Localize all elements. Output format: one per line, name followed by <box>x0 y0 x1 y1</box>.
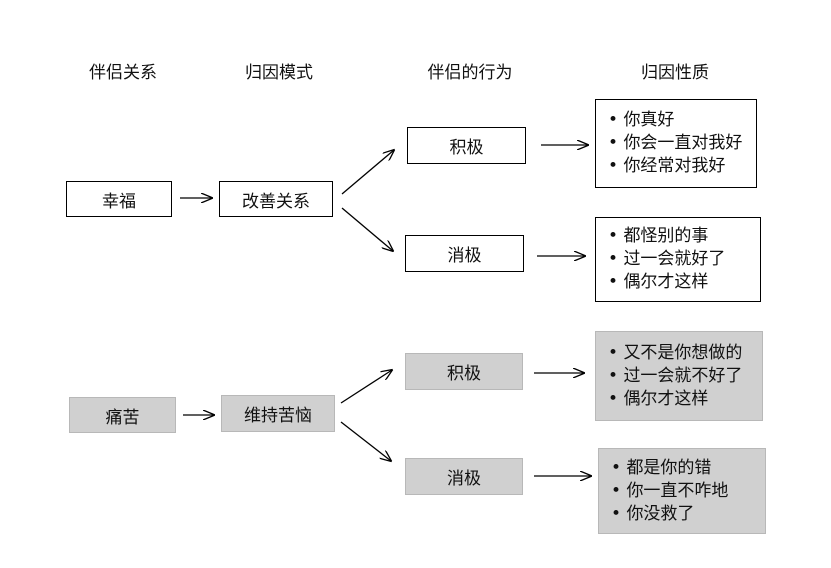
box-happy-negative: 消极 <box>405 235 524 272</box>
box-distress-positive-attributions: 又不是你想做的 过一会就不好了 偶尔才这样 <box>595 331 763 421</box>
header-attribution-nature: 归因性质 <box>641 63 709 83</box>
arrow-improve-to-negative <box>341 207 393 251</box>
list-item: 你没救了 <box>611 503 694 526</box>
header-relationship: 伴侣关系 <box>89 63 157 83</box>
box-happy-positive-attributions: 你真好 你会一直对我好 你经常对我好 <box>595 99 757 188</box>
list-item: 你经常对我好 <box>608 155 725 178</box>
box-distress-negative: 消极 <box>405 458 523 495</box>
box-distress: 痛苦 <box>69 397 176 433</box>
list-item: 偶尔才这样 <box>608 388 708 411</box>
arrow-improve-to-positive <box>341 150 394 195</box>
arrow-maintain-to-positive <box>340 370 392 404</box>
box-happy-positive: 积极 <box>407 127 526 164</box>
box-improve-relationship: 改善关系 <box>219 181 333 217</box>
box-distress-positive: 积极 <box>405 353 523 390</box>
arrow-maintain-to-negative <box>340 421 391 461</box>
list-item: 你真好 <box>608 109 674 132</box>
box-happy-negative-attributions: 都怪别的事 过一会就好了 偶尔才这样 <box>595 217 761 302</box>
header-partner-behavior: 伴侣的行为 <box>427 63 513 83</box>
header-attribution-mode: 归因模式 <box>245 63 313 83</box>
list-item: 又不是你想做的 <box>608 342 742 365</box>
box-maintain-distress: 维持苦恼 <box>221 395 335 432</box>
list-item: 偶尔才这样 <box>608 271 708 294</box>
list-item: 你会一直对我好 <box>608 132 742 155</box>
list-item: 都是你的错 <box>611 457 711 480</box>
list-item: 过一会就不好了 <box>608 365 742 388</box>
list-item: 都怪别的事 <box>608 225 708 248</box>
box-happy: 幸福 <box>66 181 172 217</box>
box-distress-negative-attributions: 都是你的错 你一直不咋地 你没救了 <box>598 448 766 534</box>
list-item: 过一会就好了 <box>608 248 725 271</box>
list-item: 你一直不咋地 <box>611 480 728 503</box>
